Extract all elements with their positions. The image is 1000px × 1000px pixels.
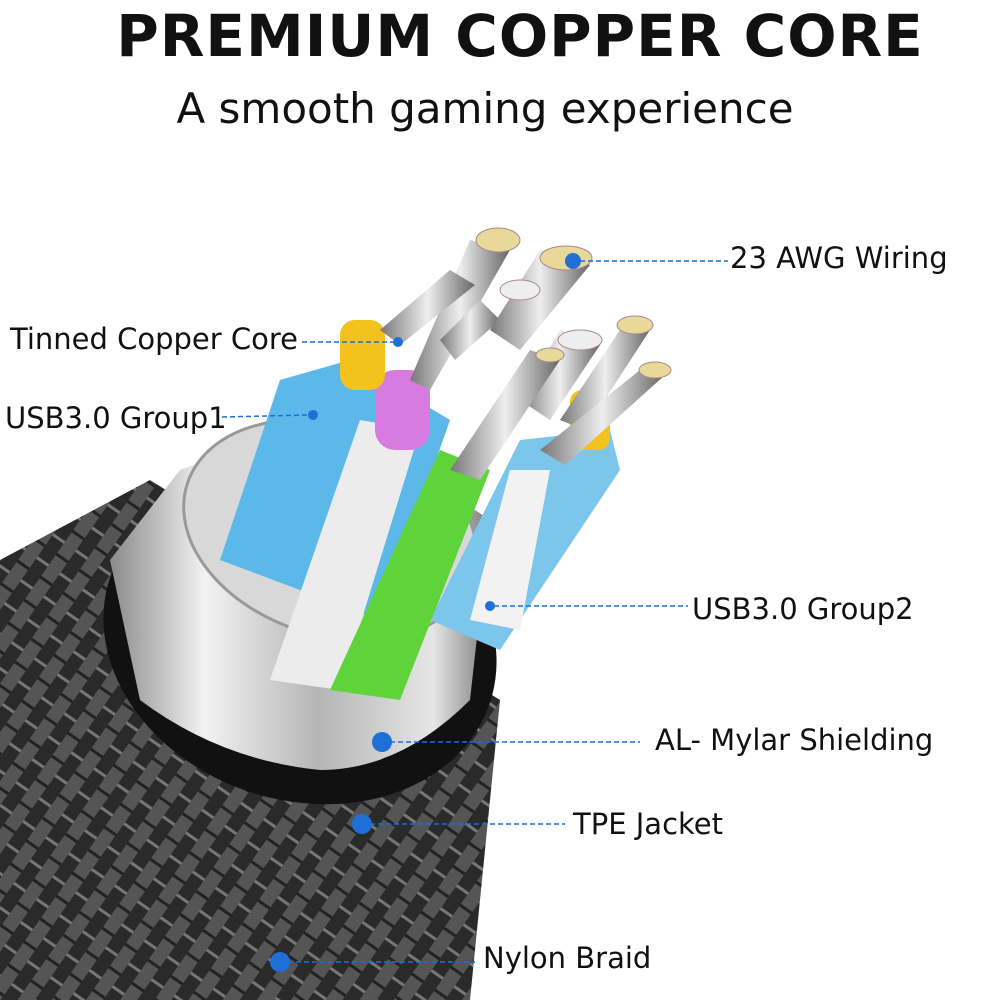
callout-dot	[485, 601, 495, 611]
label-tinned-copper-core: Tinned Copper Core	[10, 322, 299, 356]
callout-dot	[270, 952, 290, 972]
callout-dot	[308, 410, 318, 420]
page-title: PREMIUM COPPER CORE	[116, 2, 924, 70]
callout-dot	[372, 732, 392, 752]
callout-dot	[352, 814, 372, 834]
label-23-awg-wiring: 23 AWG Wiring	[730, 241, 948, 275]
copper-strands	[380, 240, 665, 480]
label-nylon-braid: Nylon Braid	[483, 941, 652, 975]
label-tpe-jacket: TPE Jacket	[573, 807, 723, 841]
page-subtitle: A smooth gaming experience	[176, 84, 794, 133]
label-al-mylar-shielding: AL- Mylar Shielding	[655, 723, 934, 757]
callout-dot	[393, 337, 403, 347]
callout-dots	[270, 253, 581, 972]
label-usb3-group1: USB3.0 Group1	[5, 401, 227, 435]
wire-green	[330, 450, 490, 700]
callout-dot	[565, 253, 581, 269]
label-usb3-group2: USB3.0 Group2	[692, 592, 914, 626]
